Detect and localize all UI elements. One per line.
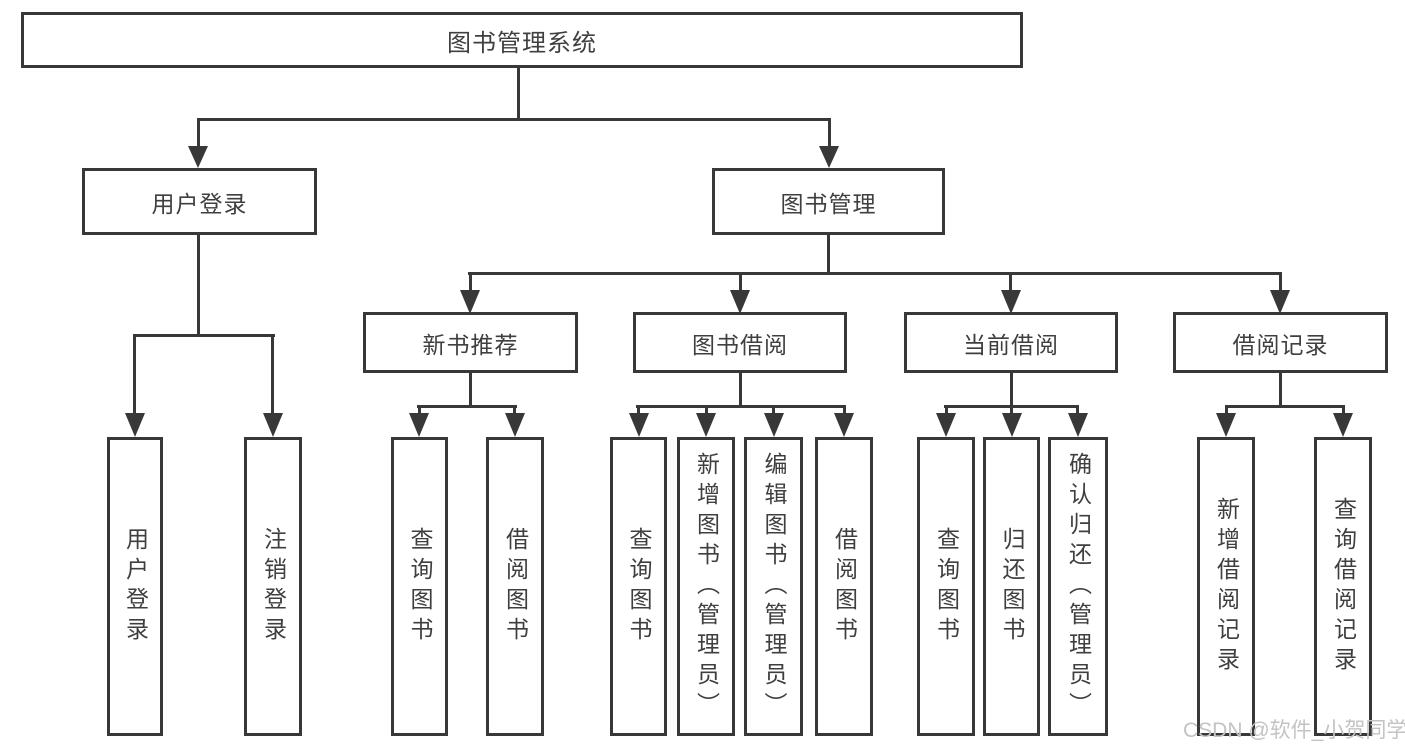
leaf-borrow-borrow-books-label: 借阅图书: [831, 526, 858, 647]
leaf-user-logout: 注销登录: [244, 437, 302, 736]
connector-borrow-down: [739, 373, 742, 408]
connector-book-down: [827, 235, 830, 275]
connector-root-vertical: [517, 68, 520, 119]
leaf-current-return-books-label: 归还图书: [999, 526, 1025, 647]
connector-cur-leaf3-shaft: [1076, 405, 1079, 415]
arrowhead-to-cur-query: [936, 413, 956, 437]
arrowhead-to-borrow: [730, 290, 750, 314]
leaf-current-query-books: 查询图书: [917, 437, 975, 736]
leaf-recommend-borrow-books: 借阅图书: [486, 437, 544, 736]
leaf-record-add-borrow-log: 新增借阅记录: [1197, 437, 1255, 736]
leaf-record-query-borrow-log: 查询借阅记录: [1314, 437, 1372, 736]
leaf-recommend-query-books: 查询图书: [391, 437, 448, 736]
connector-record-down: [1279, 373, 1282, 408]
node-current-borrow: 当前借阅: [904, 312, 1118, 373]
arrowhead-to-leaf-user-login: [125, 413, 145, 437]
node-book-management: 图书管理: [712, 168, 945, 235]
node-book-borrow-label: 图书借阅: [692, 331, 788, 358]
leaf-borrow-add-books-admin: 新增图书（管理员）: [677, 437, 735, 736]
node-root-system: 图书管理系统: [21, 12, 1023, 68]
arrowhead-to-rec-borrow: [505, 413, 525, 437]
connector-record-shaft: [1279, 272, 1282, 292]
leaf-borrow-edit-books-admin: 编辑图书（管理员）: [744, 437, 803, 736]
leaf-record-add-borrow-log-label: 新增借阅记录: [1213, 496, 1240, 677]
node-new-book-recommend: 新书推荐: [363, 312, 578, 373]
connector-user-group-horizontal: [133, 334, 275, 337]
leaf-user-login-label: 用户登录: [122, 526, 149, 647]
leaf-borrow-edit-books-admin-label: 编辑图书（管理员）: [761, 451, 787, 722]
leaf-current-query-books-label: 查询图书: [933, 526, 960, 647]
arrowhead-to-log-query: [1333, 413, 1353, 437]
connector-recommend-group-horizontal: [417, 405, 517, 408]
connector-current-shaft: [1009, 272, 1012, 292]
connector-log-leaf2-shaft: [1342, 405, 1345, 415]
node-current-borrow-label: 当前借阅: [963, 331, 1059, 358]
connector-level1-horizontal: [197, 118, 831, 121]
connector-user-arm: [197, 118, 200, 149]
connector-cur-leaf1-shaft: [945, 405, 948, 415]
connector-user-leaf2-shaft: [271, 334, 274, 416]
arrowhead-to-cur-confirm: [1068, 413, 1088, 437]
connector-user-down: [197, 235, 200, 337]
node-new-book-recommend-label: 新书推荐: [422, 331, 519, 358]
arrowhead-to-bb-edit: [764, 413, 784, 437]
connector-rec-leaf1-shaft: [418, 405, 421, 415]
node-book-management-label: 图书管理: [780, 190, 877, 217]
connector-cur-leaf2-shaft: [1010, 405, 1013, 415]
node-user-login-label: 用户登录: [151, 190, 248, 217]
arrowhead-to-book-management: [819, 146, 839, 168]
arrowhead-to-current: [1001, 290, 1021, 314]
arrowhead-to-rec-query: [409, 413, 429, 437]
node-borrow-record: 借阅记录: [1173, 312, 1388, 373]
arrowhead-to-user-login: [188, 146, 208, 168]
leaf-user-login: 用户登录: [107, 437, 163, 736]
arrowhead-to-record: [1270, 290, 1290, 314]
leaf-record-query-borrow-log-label: 查询借阅记录: [1330, 496, 1357, 677]
connector-level3-horizontal: [468, 272, 1282, 275]
leaf-recommend-query-books-label: 查询图书: [407, 526, 433, 647]
leaf-borrow-query-books: 查询图书: [610, 437, 667, 736]
node-book-borrow: 图书借阅: [633, 312, 847, 373]
leaf-borrow-borrow-books: 借阅图书: [815, 437, 873, 736]
leaf-current-confirm-return-admin: 确认归还（管理员）: [1048, 437, 1108, 736]
connector-borrow-group-horizontal: [636, 405, 845, 408]
connector-log-leaf1-shaft: [1225, 405, 1228, 415]
leaf-borrow-add-books-admin-label: 新增图书（管理员）: [693, 451, 720, 722]
connector-recommend-down: [469, 373, 472, 408]
connector-borrow-shaft: [739, 272, 742, 292]
arrowhead-to-cur-return: [1002, 413, 1022, 437]
csdn-watermark: CSDN @软件_小贺同学: [1183, 719, 1405, 742]
connector-record-group-horizontal: [1225, 405, 1345, 408]
connector-book-arm: [828, 118, 831, 149]
arrowhead-to-bb-borrow: [834, 413, 854, 437]
node-root-label: 图书管理系统: [447, 29, 597, 57]
connector-bb-leaf1-shaft: [637, 405, 640, 415]
leaf-current-return-books: 归还图书: [983, 437, 1040, 736]
connector-current-down: [1010, 373, 1013, 408]
arrowhead-to-bb-query: [629, 413, 649, 437]
leaf-current-confirm-return-admin-label: 确认归还（管理员）: [1065, 451, 1092, 722]
connector-bb-leaf3-shaft: [772, 405, 775, 415]
arrowhead-to-leaf-logout: [263, 413, 283, 437]
connector-recommend-shaft: [469, 272, 472, 292]
connector-user-leaf1-shaft: [133, 334, 136, 416]
node-user-login: 用户登录: [82, 168, 317, 235]
connector-bb-leaf2-shaft: [705, 405, 708, 415]
arrowhead-to-bb-add: [696, 413, 716, 437]
leaf-borrow-query-books-label: 查询图书: [626, 526, 652, 647]
connector-bb-leaf4-shaft: [843, 405, 846, 415]
leaf-user-logout-label: 注销登录: [260, 526, 287, 647]
arrowhead-to-recommend: [460, 290, 480, 314]
arrowhead-to-log-add: [1216, 413, 1236, 437]
connector-rec-leaf2-shaft: [513, 405, 516, 415]
leaf-recommend-borrow-books-label: 借阅图书: [502, 526, 529, 647]
node-borrow-record-label: 借阅记录: [1232, 331, 1329, 358]
